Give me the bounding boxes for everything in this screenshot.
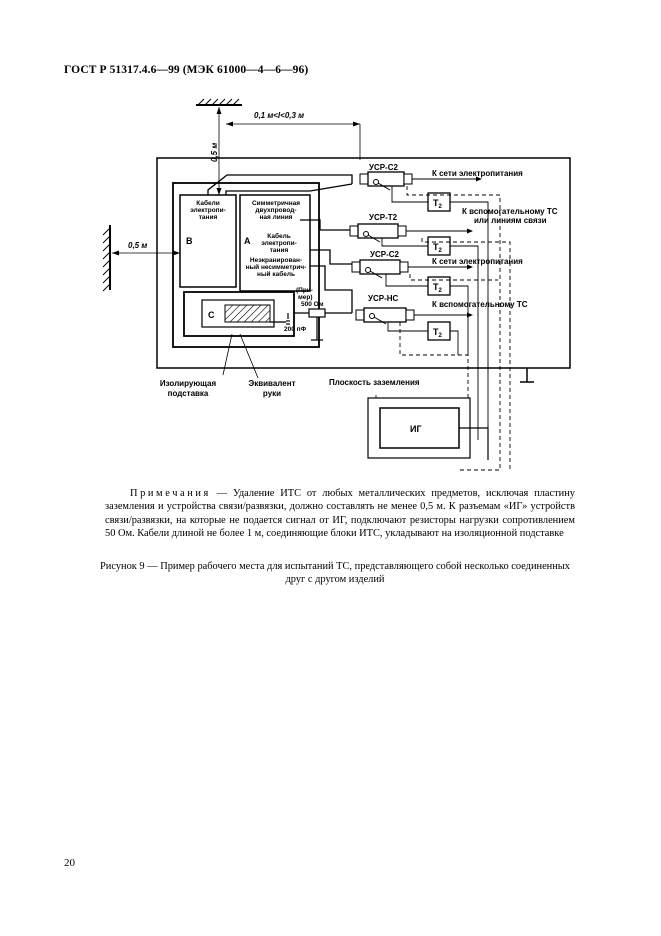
svg-text:УСР-НС: УСР-НС <box>368 294 399 303</box>
t2-box-2: Т2 <box>427 236 451 256</box>
svg-text:B: B <box>186 236 193 246</box>
left-wall <box>102 225 111 292</box>
svg-text:ИГ: ИГ <box>410 424 422 434</box>
note-prefix: Примечания <box>130 488 211 499</box>
svg-text:A: A <box>244 236 251 246</box>
cdn-unit-4: УСР-НС <box>355 294 415 325</box>
primer-label: (При-мер) <box>296 287 313 301</box>
ground-plane <box>156 157 571 369</box>
svg-text:УСР-С2: УСР-С2 <box>369 163 399 172</box>
svg-text:Т2: Т2 <box>433 242 443 254</box>
r-label: 500 Ом <box>301 301 324 308</box>
document-header: ГОСТ Р 51317.4.6—99 (МЭК 61000—4—6—96) <box>64 64 309 76</box>
box-c: C <box>183 291 295 337</box>
t2-box-1: Т2 <box>427 192 451 212</box>
top-wall <box>196 98 242 106</box>
label-ground: Плоскость заземления <box>329 378 420 387</box>
load-components <box>286 308 326 341</box>
cap-label: 200 пФ <box>284 326 307 333</box>
output-4-label: К вспомогательному ТС <box>432 300 528 309</box>
note-text: — Удаление ИТС от любых металлических пр… <box>105 488 575 540</box>
ground-terminal <box>520 368 534 383</box>
note-paragraph: Примечания — Удаление ИТС от любых метал… <box>105 487 575 541</box>
dim-top-label: 0,1 м<l<0,3 м <box>254 111 304 120</box>
svg-text:Т2: Т2 <box>433 198 443 210</box>
cdn-unit-2: УСР-Т2 <box>349 213 407 243</box>
svg-text:Т2: Т2 <box>433 282 443 294</box>
cdn-unit-1: УСР-С2 <box>359 163 413 191</box>
svg-text:C: C <box>208 310 215 320</box>
svg-text:УСР-Т2: УСР-Т2 <box>369 213 398 222</box>
dim-vertical-label: 0,5 м <box>210 143 219 162</box>
svg-text:Т2: Т2 <box>433 327 443 339</box>
page-number: 20 <box>64 857 75 869</box>
svg-text:Неэкранирован-ный несимметрич-: Неэкранирован-ный несимметрич-ный кабель <box>246 257 307 278</box>
dim-left-label: 0,5 м <box>128 241 147 250</box>
eut-frame <box>172 182 320 348</box>
generator-box: ИГ <box>379 407 460 449</box>
output-1-label: К сети электропитания <box>432 169 523 178</box>
svg-text:УСР-С2: УСР-С2 <box>370 250 400 259</box>
cdn-unit-3: УСР-С2 <box>351 250 409 279</box>
t2-box-4: Т2 <box>427 321 451 341</box>
figure-caption: Рисунок 9 — Пример рабочего места для ис… <box>100 561 570 585</box>
